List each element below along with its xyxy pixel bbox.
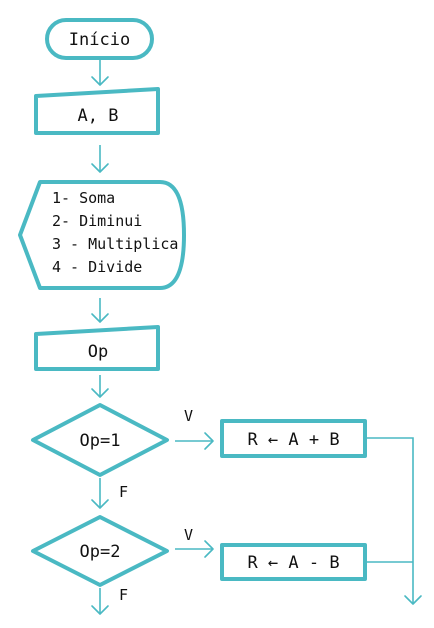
menu-display-node[interactable]: 1- Soma 2- Diminui 3 - Multiplica 4 - Di… [18,180,186,290]
input-ab-node[interactable]: A, B [34,87,160,135]
menu-line-2: 2- Diminui [52,212,142,230]
decision1-false-label: F [119,483,128,501]
connector-decision2-false [91,588,109,615]
connector-menu-to-op [91,298,109,323]
process-add-label: R ← A + B [247,430,339,450]
menu-line-3: 3 - Multiplica [52,235,178,253]
input-op-node[interactable]: Op [34,325,160,371]
process-subtract-label: R ← A - B [247,553,339,573]
connector-decision1-false [91,478,109,509]
decision1-true-label: V [184,407,193,425]
menu-line-4: 4 - Divide [52,258,142,276]
start-label: Início [69,30,130,50]
connector-start-to-input [91,60,109,86]
connector-decision2-true [175,540,214,558]
connector-op-to-decision1 [91,375,109,398]
connector-decision1-true [175,432,214,450]
decision-op-1-label: Op=1 [80,431,121,451]
connector-input-to-menu [91,145,109,173]
start-node[interactable]: Início [45,18,154,60]
process-subtract-node[interactable]: R ← A - B [220,543,367,581]
input-ab-label: A, B [78,106,119,126]
decision-op-2-node[interactable]: Op=2 [31,515,169,587]
process-add-node[interactable]: R ← A + B [220,419,367,458]
decision-op-1-node[interactable]: Op=1 [31,403,169,477]
input-op-label: Op [88,342,108,362]
menu-line-1: 1- Soma [52,189,115,207]
connector-process1-to-merge [365,437,422,605]
decision2-false-label: F [119,586,128,604]
decision2-true-label: V [184,526,193,544]
decision-op-2-label: Op=2 [80,542,121,562]
